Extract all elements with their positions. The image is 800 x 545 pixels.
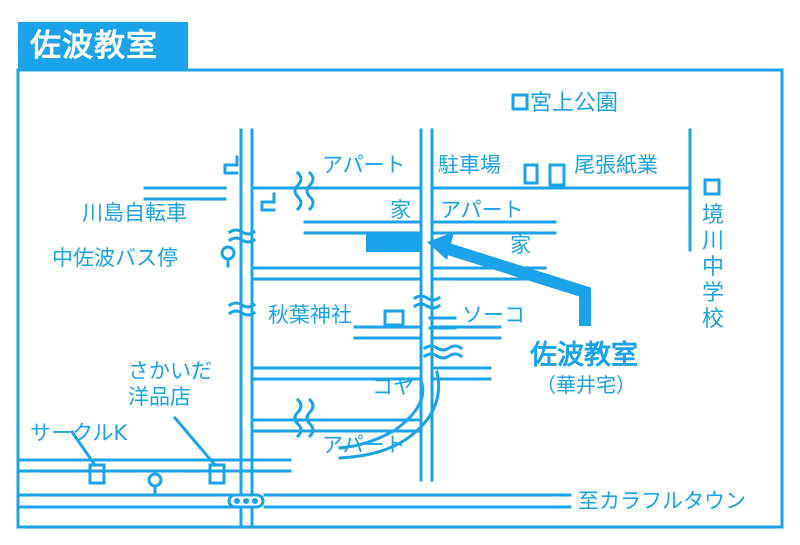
road-break-1 [293,170,303,212]
road-break-3 [227,301,257,309]
park-icon [511,93,529,111]
label-kawashima-bicycle: 川島自転車 [82,201,187,225]
classroom-location-marker [366,234,421,252]
label-classroom-name: 佐波教室 [529,339,638,371]
map-frame [16,68,784,529]
label-house-1: 家 [390,198,411,222]
road-break-5 [422,344,464,352]
shrine-icon [383,309,405,327]
road-break-4 [412,294,442,302]
label-apart-bottom: アパート [322,433,406,457]
temple-icon [223,155,239,175]
curved-road [338,378,425,450]
destination-arrow-icon [427,232,591,326]
label-sakaida-store-line2: 洋品店 [128,385,191,409]
label-sakaida-store-line1: さかいだ [128,359,212,383]
building-box-2 [548,163,566,187]
temple-icon-2 [260,192,276,212]
post-office-icon [147,472,163,488]
label-sonko: ソーコ [462,303,525,327]
label-akiba-shrine: 秋葉神社 [268,303,352,327]
traffic-light-icon [227,493,265,509]
svg-text:中: 中 [702,255,724,280]
svg-text:境: 境 [702,203,724,228]
label-circle-k: サークルK [30,421,128,445]
label-miyagami-park: 宮上公園 [530,91,618,116]
building-box-1 [523,163,539,185]
road-break-2 [227,228,257,236]
label-owari-paper: 尾張紙業 [574,153,658,177]
label-to-karafuru-town: 至カラフルタウン [578,489,746,513]
gate-symbol [428,316,457,330]
store-icon [88,463,106,485]
label-koya: コヤ [372,375,414,399]
label-apart-mid: アパート [440,198,524,222]
svg-text:川: 川 [702,229,724,254]
store-icon-2 [208,463,226,485]
svg-text:学: 学 [702,281,724,306]
page-title: 佐波教室 [30,28,158,64]
leader-line-store [172,415,218,468]
label-bus-stop: 中佐波バス停 [52,246,178,270]
school-icon [703,178,721,196]
label-apart-top: アパート [322,153,406,177]
svg-text:校: 校 [702,307,724,332]
bus-stop-icon [220,245,236,261]
leader-line-circlek [69,429,98,468]
road-break-6 [293,397,303,439]
label-house-2: 家 [510,233,531,257]
title-banner [18,22,188,70]
label-parking: 駐車場 [438,153,501,177]
label-sakaigawa-jhs: 境 川 中 学 校 [702,203,724,332]
label-classroom-sub: （華井宅） [536,373,636,397]
